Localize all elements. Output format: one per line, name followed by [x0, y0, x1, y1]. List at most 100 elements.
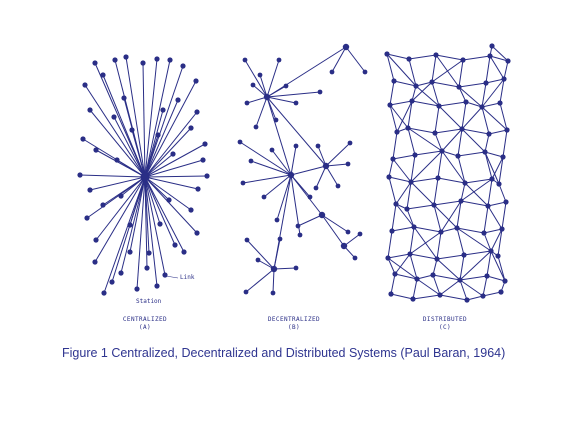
- figure-caption: Figure 1 Centralized, Decentralized and …: [62, 346, 506, 360]
- distributed-station: [384, 51, 390, 57]
- distributed-link: [458, 59, 464, 88]
- distributed-link: [411, 100, 440, 107]
- distributed-link: [461, 128, 490, 135]
- decentralized-link: [239, 141, 292, 176]
- decentralized-station: [255, 257, 261, 263]
- decentralized-station: [269, 147, 275, 153]
- distributed-station: [392, 271, 398, 277]
- decentralized-link: [272, 268, 275, 294]
- distributed-station: [459, 126, 465, 132]
- centralized-station: [93, 147, 99, 153]
- centralized-station: [188, 125, 194, 131]
- centralized-link: [144, 176, 176, 246]
- decentralized-station: [315, 143, 321, 149]
- decentralized-station: [240, 180, 246, 186]
- distributed-link: [392, 154, 416, 160]
- decentralized-link: [266, 96, 297, 104]
- centralized-link: [120, 176, 146, 197]
- centralized-link: [89, 176, 146, 191]
- centralized-station: [170, 151, 176, 157]
- distributed-link: [461, 106, 483, 130]
- decentralized-station: [244, 237, 250, 243]
- label-distributed-title: DISTRIBUTED: [422, 316, 468, 323]
- distributed-station: [410, 296, 416, 302]
- decentralized-link: [331, 46, 347, 73]
- distributed-link: [484, 151, 500, 185]
- centralized-link: [144, 153, 174, 178]
- distributed-station: [503, 199, 509, 205]
- distributed-link: [439, 279, 461, 296]
- centralized-link: [86, 176, 146, 219]
- distributed-link: [391, 203, 397, 232]
- centralized-link: [129, 176, 146, 226]
- centralized-station: [77, 172, 83, 178]
- distributed-link: [498, 156, 504, 185]
- centralized-station: [118, 193, 124, 199]
- distributed-link: [459, 254, 465, 281]
- centralized-station: [194, 109, 200, 115]
- centralized-link: [120, 176, 146, 274]
- centralized-link: [144, 176, 170, 201]
- distributed-link: [437, 177, 466, 184]
- distributed-station: [393, 201, 399, 207]
- distributed-link: [498, 183, 507, 203]
- distributed-link: [387, 257, 396, 275]
- distributed-station: [431, 202, 437, 208]
- distributed-link: [410, 154, 416, 183]
- decentralized-link: [276, 174, 292, 221]
- centralized-link: [116, 159, 146, 178]
- distributed-link: [386, 53, 417, 87]
- distributed-link: [484, 151, 504, 158]
- distributed-link: [406, 208, 415, 228]
- decentralized-station: [242, 57, 248, 63]
- distributed-station: [389, 228, 395, 234]
- centralized-link: [136, 176, 146, 290]
- distributed-link: [386, 53, 395, 82]
- distributed-station: [407, 251, 413, 257]
- centralized-station: [127, 249, 133, 255]
- distributed-link: [441, 128, 463, 152]
- centralized-station: [109, 279, 115, 285]
- decentralized-link: [325, 165, 339, 187]
- distributed-station: [489, 43, 495, 49]
- distributed-link: [459, 279, 484, 297]
- distributed-station: [499, 226, 505, 232]
- centralized-link: [144, 80, 197, 178]
- distributed-link: [431, 81, 460, 88]
- distributed-link: [436, 231, 442, 260]
- distributed-link: [433, 204, 458, 229]
- distributed-link: [415, 85, 440, 107]
- distributed-link: [406, 181, 412, 210]
- distributed-station: [496, 181, 502, 187]
- centralized-link: [131, 129, 146, 178]
- decentralized-hub: [270, 265, 278, 273]
- distributed-station: [484, 273, 490, 279]
- centralized-link: [79, 174, 146, 178]
- distributed-station: [412, 152, 418, 158]
- centralized-station: [180, 63, 186, 69]
- distributed-link: [438, 105, 463, 130]
- distributed-link: [389, 100, 413, 106]
- distributed-link: [456, 227, 485, 234]
- decentralized-station: [329, 69, 335, 75]
- centralized-station: [160, 107, 166, 113]
- distributed-station: [497, 100, 503, 106]
- centralized-station: [84, 215, 90, 221]
- label-decentralized-title: DECENTRALIZED: [267, 316, 321, 323]
- distributed-network: [384, 43, 511, 303]
- centralized-link: [144, 176, 198, 234]
- distributed-station: [501, 76, 507, 82]
- decentralized-link: [325, 163, 349, 167]
- label-centralized-sub: (A): [138, 324, 152, 331]
- centralized-station: [172, 242, 178, 248]
- centralized-link: [89, 109, 146, 178]
- decentralized-station: [335, 183, 341, 189]
- distributed-link: [411, 81, 433, 102]
- decentralized-station: [274, 217, 280, 223]
- label-distributed-sub: (C): [438, 324, 452, 331]
- centralized-station: [134, 286, 140, 292]
- centralized-link: [144, 175, 208, 178]
- distributed-link: [407, 127, 443, 152]
- distributed-link: [462, 55, 491, 61]
- distributed-link: [490, 228, 503, 252]
